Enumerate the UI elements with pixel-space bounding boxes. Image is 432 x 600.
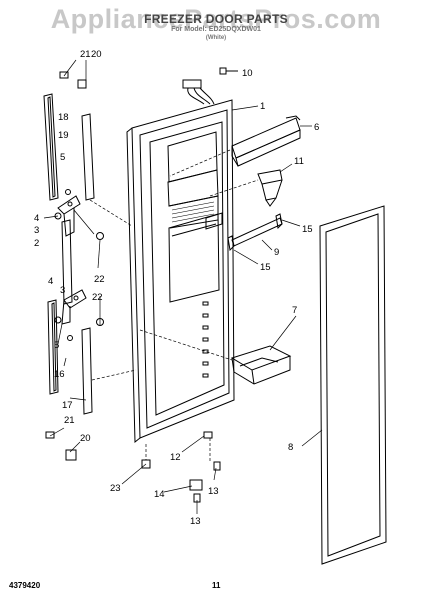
callout-label: 23 xyxy=(110,483,121,494)
callout-labels: 21 20 10 1 6 18 19 5 11 4 3 15 2 9 22 15… xyxy=(34,49,319,527)
callout-label: 4 xyxy=(34,213,39,224)
screw-part-10 xyxy=(219,67,238,75)
rail-part-9 xyxy=(227,213,283,252)
callout-label: 2 xyxy=(34,238,39,249)
upper-hinge-part-3 xyxy=(57,195,81,237)
callout-label: 21 xyxy=(80,49,91,60)
liner-holes xyxy=(202,301,209,378)
callout-label: 22 xyxy=(92,292,103,303)
callout-label: 13 xyxy=(190,516,201,527)
callout-label: 17 xyxy=(62,400,73,411)
callout-label: 9 xyxy=(274,247,279,258)
callout-label: 22 xyxy=(94,274,105,285)
callout-label: 13 xyxy=(208,486,219,497)
color-line: (White) xyxy=(205,35,227,41)
callout-label: 21 xyxy=(64,415,75,426)
callout-label: 1 xyxy=(260,101,265,112)
leader-lines xyxy=(43,59,323,514)
callout-label: 7 xyxy=(292,305,297,316)
door-panel xyxy=(126,99,235,444)
callout-label: 15 xyxy=(260,262,271,273)
callout-label: 15 xyxy=(302,224,313,235)
callout-label: 6 xyxy=(314,122,319,133)
dispenser-recess xyxy=(167,131,219,229)
lower-hinge-part-3 xyxy=(61,289,87,325)
callout-label: 8 xyxy=(288,442,293,453)
top-hinge-pins xyxy=(59,71,87,89)
callout-label: 16 xyxy=(54,369,65,380)
callout-label: 20 xyxy=(91,49,102,60)
chute-part-11 xyxy=(257,169,283,207)
callout-label: 11 xyxy=(294,156,304,167)
model-line: For Model: ED25DQXDW01 xyxy=(171,26,261,33)
callout-label: 19 xyxy=(58,130,69,141)
wire-harness xyxy=(182,79,215,105)
callout-label: 14 xyxy=(154,489,165,500)
callout-label: 5 xyxy=(54,340,59,351)
bottom-hinge-pins xyxy=(45,431,77,461)
page-number: 11 xyxy=(212,581,221,590)
callout-label: 10 xyxy=(242,68,253,79)
gasket-part-8 xyxy=(319,205,387,565)
left-trim-strips xyxy=(43,93,95,415)
diagram-title: FREEZER DOOR PARTS xyxy=(144,12,288,26)
watermark: AppliancePartsPros.com xyxy=(50,4,382,34)
part-code: 4379420 xyxy=(9,581,41,590)
callout-label: 20 xyxy=(80,433,91,444)
dispenser-cover xyxy=(168,212,223,303)
callout-label: 5 xyxy=(60,152,65,163)
bin-part-7 xyxy=(230,345,292,385)
callout-label: 12 xyxy=(170,452,181,463)
callout-label: 3 xyxy=(60,285,65,296)
callout-label: 3 xyxy=(34,225,39,236)
callout-label: 4 xyxy=(48,276,53,287)
callout-label: 18 xyxy=(58,112,69,123)
door-shelf-part-6 xyxy=(231,115,301,167)
